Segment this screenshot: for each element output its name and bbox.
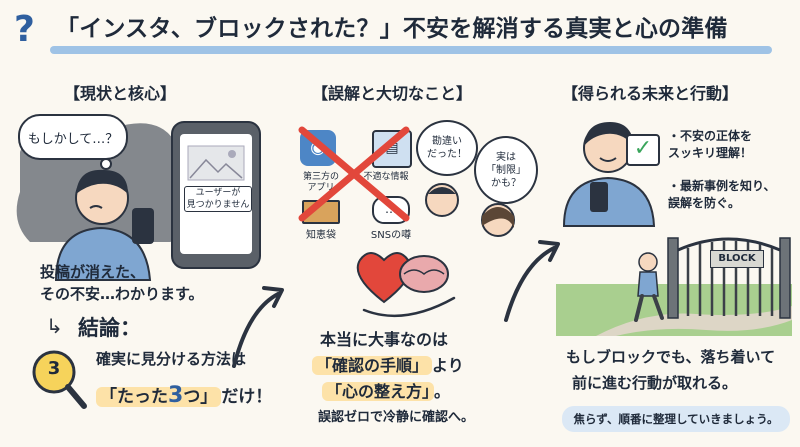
section-3-header: 【得られる未来と行動】 xyxy=(562,84,739,103)
sub-line: 誤認ゼロで冷静に確認へ。 xyxy=(318,410,475,425)
thought-dot xyxy=(100,158,112,170)
magnifier-icon xyxy=(32,350,87,409)
statement-line-2: その不安…わかります。 xyxy=(40,285,204,303)
page-title: 「インスタ、ブロックされた？」不安を解消する真実と心の準備 xyxy=(56,16,728,42)
highlight-mindset-suffix: 。 xyxy=(434,382,451,401)
bullet-1: ・不安の正体を スッキリ理解！ xyxy=(668,129,753,160)
question-mark-icon: ? xyxy=(14,9,35,50)
bubble-restriction: 実は 「制限」 かも？ xyxy=(474,136,538,204)
statement-line-1: 投稿が消えた、 xyxy=(40,263,146,281)
badge-number: 3 xyxy=(47,358,61,379)
conclusion-line-1: 確実に見分ける方法は xyxy=(96,350,247,368)
flow-arrow-1 xyxy=(232,286,284,368)
bullet-2: ・最新事例を知り、 誤解を防ぐ。 xyxy=(668,179,776,210)
footer-note: 焦らず、順番に整理していきましょう。 xyxy=(562,406,790,432)
highlight-procedure: 「確認の手順」 xyxy=(312,356,433,375)
highlight-post: つ」 xyxy=(183,387,218,407)
relieved-faces-illustration xyxy=(425,183,515,237)
source-label-apps: 第三方の アプリ xyxy=(302,172,339,193)
highlight-pre: 「たった xyxy=(100,387,168,407)
section-1-header: 【現状と核心】 xyxy=(64,84,177,103)
red-x-icon xyxy=(298,126,410,222)
checkmark-icon: ✓ xyxy=(626,134,660,166)
bullet-1-text: 不安の正体を スッキリ理解！ xyxy=(668,129,753,160)
highlight-mindset: 「心の整え方」 xyxy=(322,382,435,401)
bubble-misunderstanding: 勘違い だった！ xyxy=(416,120,478,176)
flow-arrow-2 xyxy=(504,240,560,322)
gate-scene-illustration xyxy=(556,237,792,336)
highlight-number: 3 xyxy=(168,383,184,408)
bubble-misunderstanding-text: 勘違い だった！ xyxy=(427,136,467,160)
future-line-2: 前に進む行動が取れる。 xyxy=(572,374,738,392)
user-not-found-message: ユーザーが 見つかりません xyxy=(184,186,252,212)
source-label-info: 不適な情報 xyxy=(363,172,409,182)
source-label-chiebukuro: 知恵袋 xyxy=(306,230,336,241)
bubble-restriction-text: 実は 「制限」 かも？ xyxy=(486,151,526,189)
main-line-3: 「心の整え方」。 xyxy=(322,378,450,402)
thought-bubble: もしかして…？ xyxy=(18,114,128,160)
source-label-sns: SNSの噂 xyxy=(370,230,412,241)
return-arrow-icon: ↳ xyxy=(46,314,63,338)
bullet-2-text: 最新事例を知り、 誤解を防ぐ。 xyxy=(668,179,776,210)
future-line-1: もしブロックでも、落ち着いて xyxy=(566,348,776,366)
title-underline xyxy=(50,46,772,54)
main-line-2: 「確認の手順」より xyxy=(312,352,464,376)
conclusion-highlight: 「たった3つ」 xyxy=(96,383,222,408)
conclusion-suffix: だけ！ xyxy=(221,387,273,407)
gate-sign: BLOCK xyxy=(710,250,764,268)
highlight-procedure-suffix: より xyxy=(432,356,464,375)
thought-bubble-text: もしかして…？ xyxy=(27,131,119,147)
confident-person-illustration xyxy=(562,122,656,227)
conclusion-label: 結論： xyxy=(78,316,141,340)
worried-person-illustration xyxy=(54,169,154,281)
main-line-1: 本当に大事なのは xyxy=(320,330,449,349)
section-2-header: 【誤解と大切なこと】 xyxy=(312,84,473,103)
conclusion-line-2: 「たった3つ」だけ！ xyxy=(96,382,272,408)
heart-brain-hand-illustration xyxy=(356,252,456,318)
